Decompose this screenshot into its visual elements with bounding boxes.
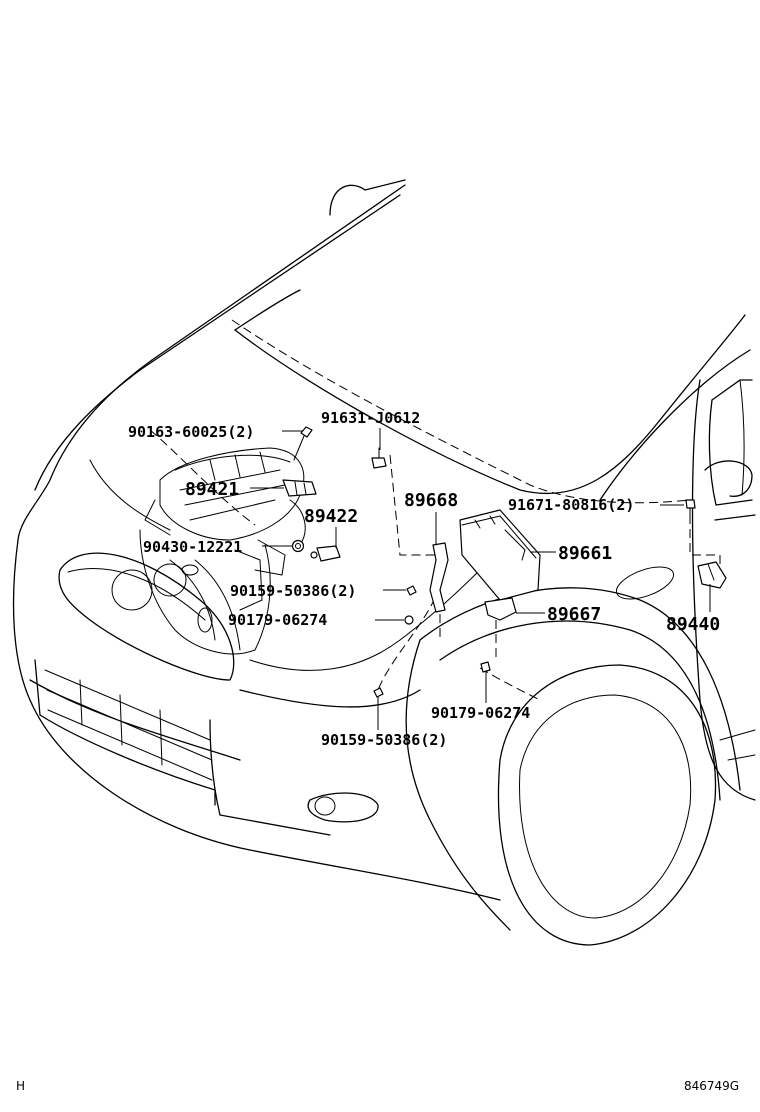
leader-lines	[250, 428, 711, 730]
label-89661: 89661	[558, 543, 612, 564]
label-89667: 89667	[547, 604, 601, 625]
label-89422: 89422	[304, 506, 358, 527]
vehicle-outline	[12, 179, 756, 946]
part-labels: 91631-J0612 90163-60025(2) 89421 89668 9…	[128, 409, 720, 749]
part-90163-bolt	[293, 426, 313, 461]
label-90179-06274-lower: 90179-06274	[431, 704, 530, 722]
label-89440: 89440	[666, 614, 720, 635]
label-90179-06274-upper: 90179-06274	[228, 611, 327, 629]
part-91671-bolt	[685, 499, 696, 519]
part-89440-sensor	[697, 561, 727, 589]
label-90163-60025: 90163-60025(2)	[128, 423, 254, 441]
label-91671-80816: 91671-80816(2)	[508, 496, 634, 514]
part-89668-bracket	[429, 542, 449, 613]
label-90430-12221: 90430-12221	[143, 538, 242, 556]
label-91631-J0612: 91631-J0612	[321, 409, 420, 427]
label-89668: 89668	[404, 490, 458, 511]
engine-assembly	[139, 447, 306, 655]
label-89421: 89421	[185, 479, 239, 500]
part-89422-sensor	[310, 545, 341, 562]
label-90159-50386-upper: 90159-50386(2)	[230, 582, 356, 600]
part-90159-screw-b	[373, 687, 384, 698]
part-90179-nut-b	[480, 661, 491, 673]
part-91631-bolt	[371, 447, 387, 469]
label-90159-50386-lower: 90159-50386(2)	[321, 731, 447, 749]
part-89661-ecu	[459, 509, 541, 601]
part-89421-sensor	[282, 479, 317, 497]
part-90430-gasket	[291, 539, 305, 553]
part-90179-nut-a	[404, 615, 414, 625]
part-90159-screw-a	[406, 585, 417, 596]
part-89667-bracket	[484, 597, 517, 621]
illustration-code: 846749G	[684, 1079, 739, 1093]
corner-mark: H	[16, 1079, 25, 1093]
